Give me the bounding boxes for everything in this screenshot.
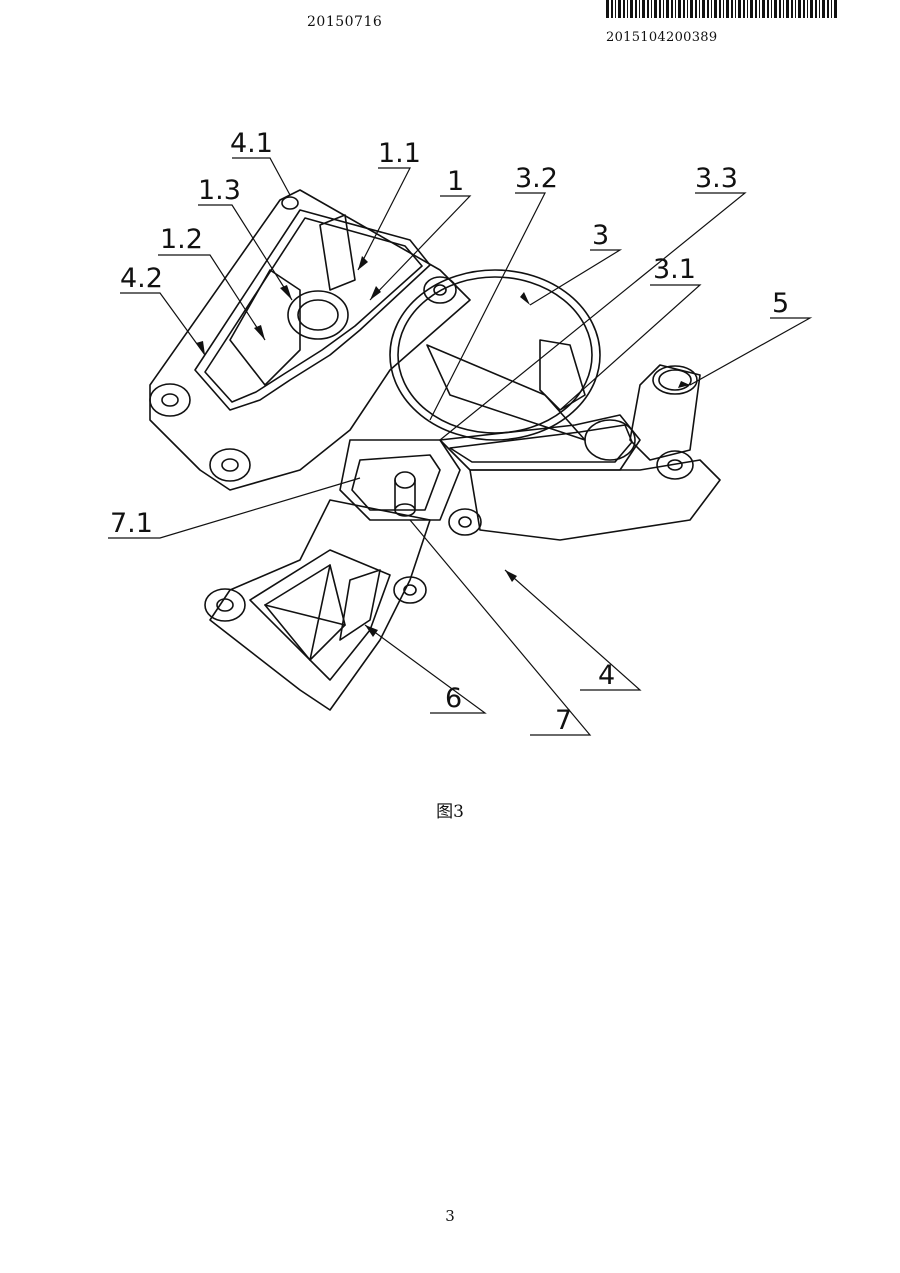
label-7: 7 [555,705,572,736]
barcode [606,0,837,18]
round-chamber [389,269,601,441]
label-1-2: 1.2 [160,224,203,255]
label-3-2: 3.2 [515,163,558,194]
label-5: 5 [772,288,789,319]
outlet-pipe [629,364,701,461]
label-1-3: 1.3 [198,175,241,206]
page-number: 3 [445,1207,455,1225]
figure-caption: 图3 [436,802,464,822]
label-4: 4 [598,660,615,691]
label-1: 1 [447,166,464,197]
header-date: 20150716 [307,14,383,30]
label-4-2: 4.2 [120,263,163,294]
patent-drawing: 4.1 1.1 1.3 1 3.2 3.3 1.2 3 3.1 4.2 5 7.… [108,128,813,736]
lower-arm [209,499,431,711]
left-housing-outline [149,189,471,491]
label-3: 3 [592,220,609,251]
label-3-3: 3.3 [695,163,738,194]
label-7-1: 7.1 [110,508,153,539]
label-4-1: 4.1 [230,128,273,159]
label-1-1: 1.1 [378,138,421,169]
label-3-1: 3.1 [653,254,696,285]
application-number: 2015104200389 [606,30,718,45]
label-6: 6 [445,683,462,714]
